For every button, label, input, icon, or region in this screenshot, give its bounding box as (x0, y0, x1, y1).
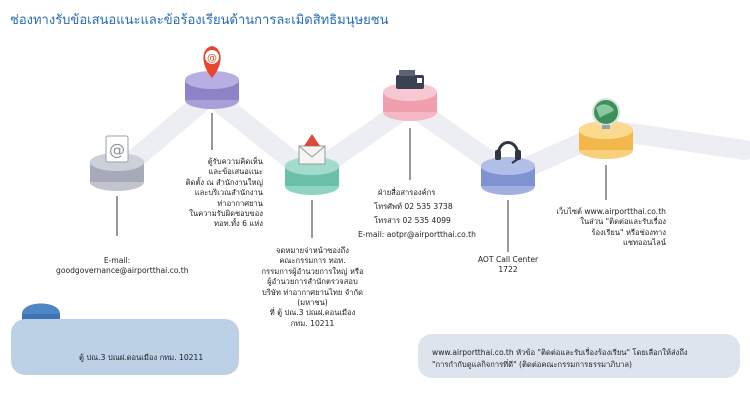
website-line: แชทออนไลน์ (622, 238, 666, 248)
website-line: เว็บไซต์ www.airportthai.co.th (556, 207, 666, 216)
svg-text:@: @ (109, 140, 125, 159)
email-label: E-mail: (103, 256, 131, 265)
letter-line: (มหาชน) (297, 298, 328, 308)
svg-text:@: @ (207, 53, 217, 64)
cylinder-website (579, 121, 633, 159)
letter-line: กทม. 10211 (290, 318, 335, 328)
suggestion-line: ทอท.ทั้ง 6 แห่ง (214, 219, 263, 229)
email-channel-text: E-mail: goodgovernance@airportthai.co.th (56, 256, 189, 277)
suggestion-line: ตู้รับความคิดเห็น (207, 157, 263, 166)
suggestion-line: และบริเวณสำนักงาน (194, 188, 263, 198)
cylinder-email (90, 153, 144, 191)
suggestion-channel-text: ตู้รับความคิดเห็น และข้อเสนอแนะ ติดตั้ง … (160, 157, 263, 230)
headset-icon (495, 141, 521, 164)
suggestion-line: และข้อเสนอแนะ (208, 167, 263, 177)
fax-icon (396, 70, 424, 89)
letter-line: กรรมการผู้อำนวยการใหญ่ หรือ (261, 266, 364, 276)
letter-line: จดหมายจ่าหน้าซองถึง (275, 246, 349, 255)
callcenter-line: AOT Call Center (477, 255, 539, 264)
document-line: โทรศัพท์ 02 535 3738 (374, 202, 453, 211)
document-line: ฝ่ายสื่อสารองค์กร (378, 188, 436, 197)
document-channel-text: ฝ่ายสื่อสารองค์กร โทรศัพท์ 02 535 3738 โ… (358, 186, 483, 242)
mailbox-info-box (11, 319, 239, 375)
web-info-text: www.airportthai.co.th หัวข้อ "ติดต่อและร… (432, 347, 688, 371)
envelope-icon (298, 134, 326, 165)
globe-icon (592, 98, 620, 129)
at-sign-icon: @ (105, 135, 129, 163)
suggestion-line: ติดตั้ง ณ สำนักงานใหญ่ (185, 177, 263, 187)
web-info-box (418, 334, 740, 378)
web-info-line: "การกำกับดูแลกิจการที่ดี" (ติดต่อคณะกรรม… (432, 360, 633, 369)
website-channel-text: เว็บไซต์ www.airportthai.co.th ในส่วน "ต… (548, 207, 666, 249)
website-line: ร้องเรียน" หรือช่องทาง (591, 227, 666, 237)
email-value: goodgovernance@airportthai.co.th (56, 266, 189, 276)
letter-line: ผู้อำนวยการสำนักตรวจสอบ (267, 277, 358, 287)
letter-channel-text: จดหมายจ่าหน้าซองถึง คณะกรรมการ ทอท. กรรม… (250, 246, 375, 329)
web-info-line: www.airportthai.co.th หัวข้อ "ติดต่อและร… (432, 348, 688, 357)
letter-line: บริษัท ท่าอากาศยานไทย จำกัด (262, 287, 363, 297)
cylinder-suggestion (185, 71, 239, 109)
document-line: โทรสาร 02 535 4099 (374, 216, 451, 225)
cylinder-callcenter (481, 157, 535, 195)
document-line: E-mail: aotpr@airportthai.co.th (358, 230, 476, 239)
callcenter-line: 1722 (498, 265, 518, 275)
page-title: ช่องทางรับข้อเสนอแนะและข้อร้องเรียนด้านก… (10, 13, 389, 28)
map-pin-at-icon: @ (203, 46, 221, 78)
website-line: ในส่วน "ติดต่อและรับเรื่อง (580, 217, 666, 227)
suggestion-line: ในความรับผิดชอบของ (189, 209, 263, 219)
letter-line: ที่ ตู้ ปณ.3 ปณฝ.ดอนเมือง (269, 308, 356, 318)
letter-line: คณะกรรมการ ทอท. (279, 256, 346, 266)
mailbox-info-text: ตู้ ปณ.3 ปณฝ.ดอนเมือง กทม. 10211 (79, 353, 204, 362)
callcenter-channel-text: AOT Call Center 1722 (466, 255, 550, 276)
suggestion-line: ท่าอากาศยาน (217, 198, 263, 208)
